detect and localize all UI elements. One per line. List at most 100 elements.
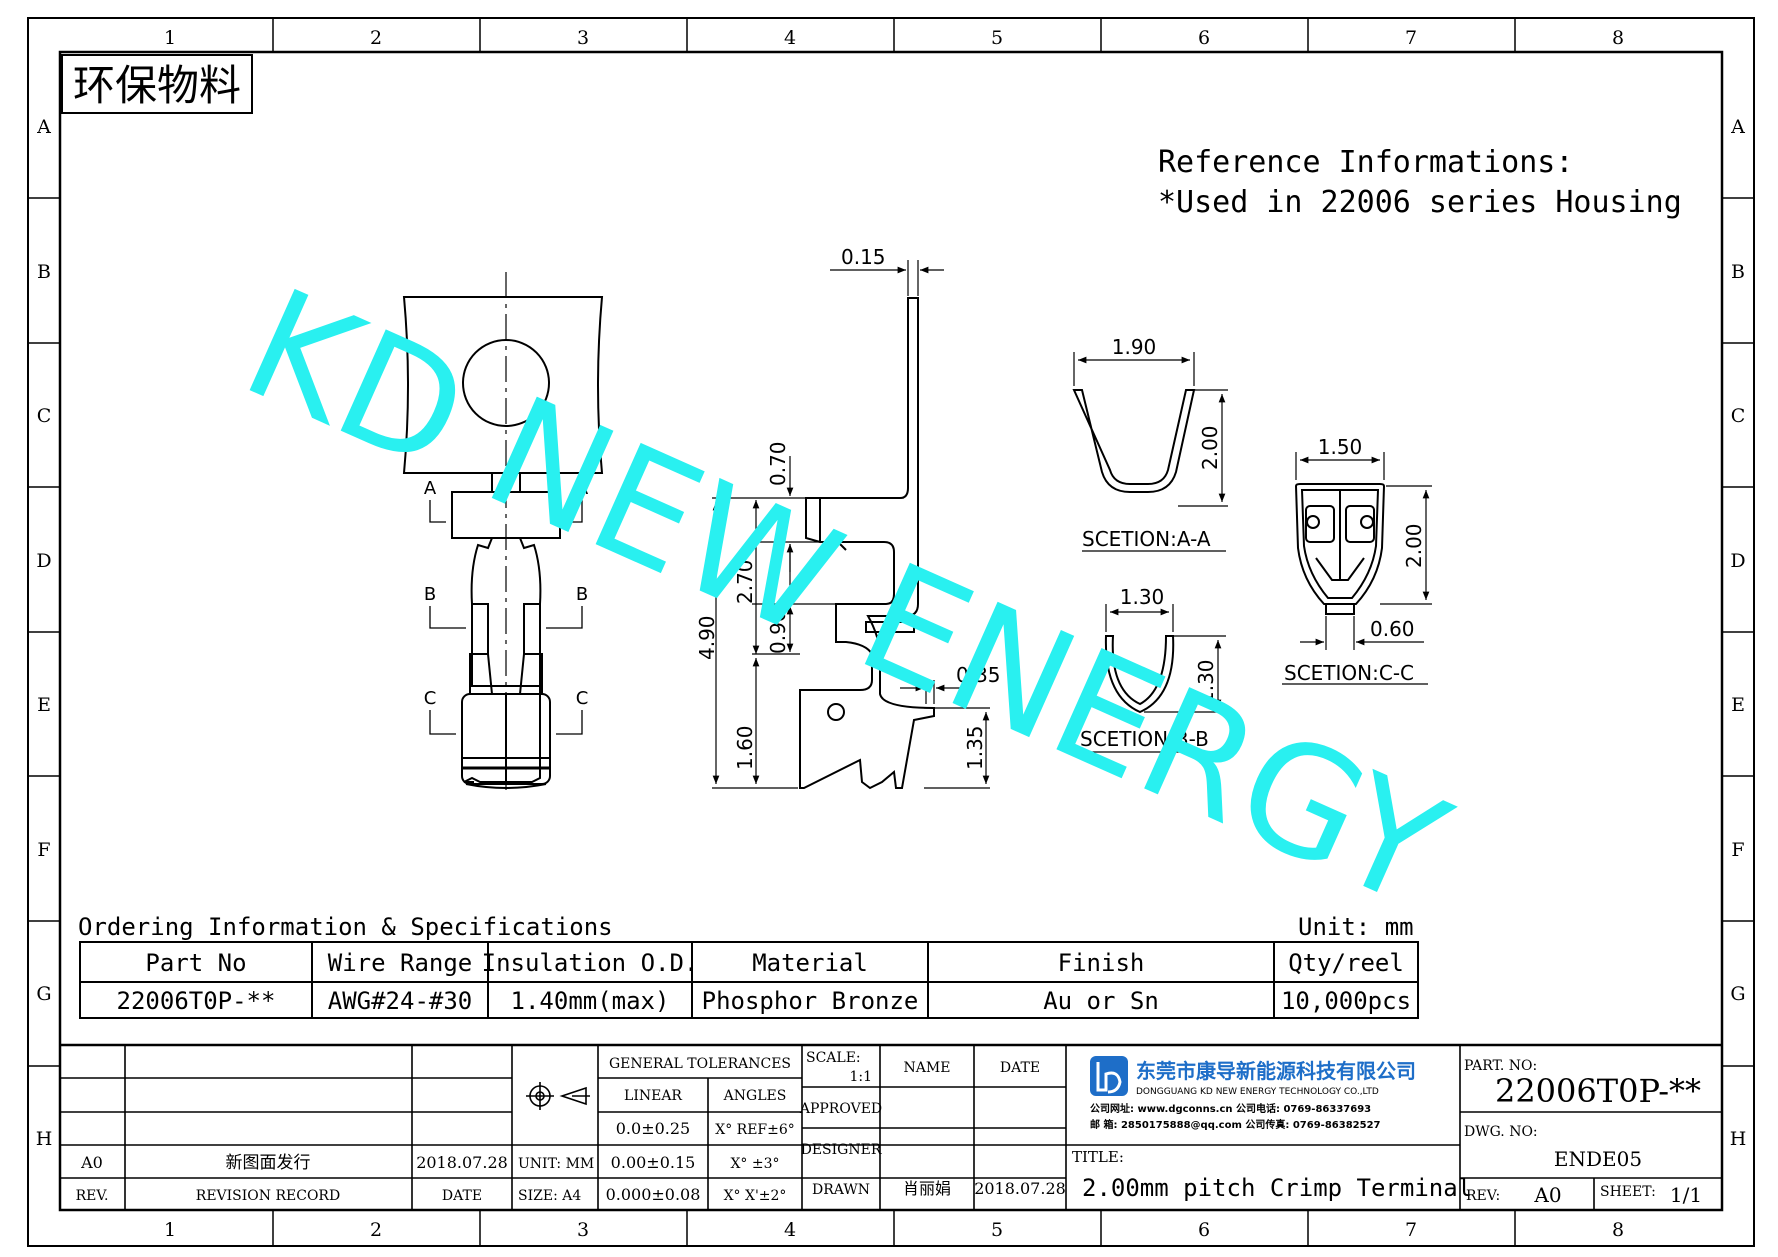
row-label-left: G bbox=[36, 983, 51, 1005]
ordering-cell-material: Phosphor Bronze bbox=[702, 987, 919, 1015]
row-label-right: D bbox=[1730, 550, 1745, 572]
title-block-text: A0 新图面发行 2018.07.28 REV. REVISION RECORD… bbox=[76, 1050, 1066, 1204]
reference-info: Reference Informations: *Used in 22006 s… bbox=[1158, 145, 1682, 220]
row-label-right: A bbox=[1730, 116, 1745, 138]
dim-0-70: 0.70 bbox=[766, 441, 790, 486]
revision-date-cell: 2018.07.28 bbox=[416, 1153, 508, 1172]
section-c-dims bbox=[1282, 452, 1432, 685]
section-b-b: 1.30 1.30 SCETION:B-B bbox=[1078, 585, 1226, 753]
part-number-area: PART. NO: 22006T0P-** DWG. NO: ENDE05 RE… bbox=[1464, 1058, 1702, 1207]
ordering-cell-part-no: 22006T0P-** bbox=[117, 987, 276, 1015]
section-a-label: SCETION:A-A bbox=[1082, 527, 1211, 551]
company-contact-2: 邮 箱: 2850175888@qq.com 公司传真: 0769-863825… bbox=[1090, 1118, 1381, 1131]
ordering-header-part-no: Part No bbox=[145, 949, 246, 977]
rev-cell: A0 bbox=[80, 1153, 103, 1172]
designer-label: DESIGNER bbox=[801, 1142, 882, 1158]
rev-label: REV: bbox=[1466, 1188, 1500, 1204]
col-label-bottom: 5 bbox=[991, 1219, 1003, 1241]
ordering-header-wire-range: Wire Range bbox=[328, 949, 473, 977]
dim-c-bottom: 0.60 bbox=[1370, 617, 1415, 641]
ordering-header-finish: Finish bbox=[1058, 949, 1145, 977]
sheet-value: 1/1 bbox=[1670, 1183, 1702, 1207]
side-view-dim-labels: 0.15 4.90 2.70 1.60 0.70 0.90 0.35 1.35 bbox=[695, 245, 1001, 770]
col-label-top: 4 bbox=[784, 27, 796, 49]
dim-1-60: 1.60 bbox=[733, 725, 757, 770]
revision-record-header: REVISION RECORD bbox=[196, 1188, 340, 1204]
ordering-header-material: Material bbox=[752, 949, 868, 977]
reference-title: Reference Informations: bbox=[1158, 145, 1573, 180]
scale-label: SCALE: bbox=[806, 1050, 861, 1066]
section-letter-b: B bbox=[424, 584, 436, 605]
tolerance-angle: X° REF±6° bbox=[715, 1122, 795, 1138]
dim-a-height: 2.00 bbox=[1198, 425, 1222, 470]
stamp-text: 环保物料 bbox=[73, 61, 241, 110]
tolerance-title: GENERAL TOLERANCES bbox=[609, 1056, 791, 1072]
tolerance-linear: 0.00±0.15 bbox=[611, 1153, 696, 1172]
row-label-right: B bbox=[1731, 261, 1745, 283]
col-label-top: 8 bbox=[1612, 27, 1624, 49]
dim-b-height: 1.30 bbox=[1194, 659, 1218, 704]
company-name-en: DONGGUANG KD NEW ENERGY TECHNOLOGY CO.,L… bbox=[1136, 1087, 1379, 1097]
section-cut-markers bbox=[429, 500, 583, 735]
row-label-left: A bbox=[36, 116, 51, 138]
rev-header: REV. bbox=[76, 1188, 109, 1204]
section-letter-c: C bbox=[424, 688, 437, 709]
dim-c-width: 1.50 bbox=[1318, 435, 1363, 459]
dim-4-90: 4.90 bbox=[695, 615, 719, 660]
dim-0-90: 0.90 bbox=[766, 609, 790, 654]
dim-0-35: 0.35 bbox=[956, 663, 1001, 687]
dwg-no-label: DWG. NO: bbox=[1464, 1124, 1538, 1140]
row-label-left: C bbox=[37, 405, 52, 427]
ordering-title: Ordering Information & Specifications bbox=[78, 913, 613, 941]
row-label-left: D bbox=[36, 550, 51, 572]
front-view bbox=[402, 272, 604, 790]
rev-value: A0 bbox=[1533, 1183, 1561, 1207]
dwg-no-value: ENDE05 bbox=[1554, 1147, 1642, 1171]
col-label-bottom: 7 bbox=[1405, 1219, 1417, 1241]
dim-a-width: 1.90 bbox=[1112, 335, 1157, 359]
col-label-bottom: 2 bbox=[370, 1219, 382, 1241]
part-no-label: PART. NO: bbox=[1464, 1058, 1537, 1074]
ordering-cell-insulation: 1.40mm(max) bbox=[511, 987, 670, 1015]
angles-header: ANGLES bbox=[723, 1088, 787, 1104]
dim-0-15: 0.15 bbox=[841, 245, 886, 269]
revision-date-header: DATE bbox=[442, 1188, 482, 1204]
unit-label: UNIT: MM bbox=[518, 1156, 594, 1172]
col-label-top: 1 bbox=[164, 27, 176, 49]
scale-value: 1:1 bbox=[849, 1069, 872, 1085]
company-contact-1: 公司网址: www.dgconns.cn 公司电话: 0769-86337693 bbox=[1090, 1102, 1371, 1115]
side-view-dimensions bbox=[712, 260, 990, 789]
company-info: 东莞市康导新能源科技有限公司 DONGGUANG KD NEW ENERGY T… bbox=[1090, 1059, 1416, 1131]
section-letter-a: A bbox=[424, 478, 437, 499]
section-cut-labels: A A B B C C bbox=[424, 478, 589, 709]
section-letter-c: C bbox=[576, 688, 589, 709]
row-label-right: E bbox=[1731, 694, 1745, 716]
projection-symbol-icon bbox=[526, 1082, 590, 1110]
eco-material-stamp: 环保物料 bbox=[61, 54, 253, 114]
dim-2-70: 2.70 bbox=[733, 559, 757, 604]
reference-note: *Used in 22006 series Housing bbox=[1158, 185, 1682, 220]
ordering-cell-wire-range: AWG#24-#30 bbox=[328, 987, 473, 1015]
row-label-right: G bbox=[1730, 983, 1745, 1005]
row-label-left: F bbox=[37, 839, 50, 861]
sheet-label: SHEET: bbox=[1600, 1184, 1656, 1200]
company-name-cn: 东莞市康导新能源科技有限公司 bbox=[1136, 1059, 1416, 1083]
col-label-bottom: 6 bbox=[1198, 1219, 1210, 1241]
title-block-grid bbox=[60, 1043, 1722, 1210]
tolerance-angle: X° ±3° bbox=[730, 1156, 779, 1172]
approved-label: APPROVED bbox=[799, 1101, 882, 1117]
row-label-right: C bbox=[1731, 405, 1746, 427]
col-label-bottom: 4 bbox=[784, 1219, 796, 1241]
date-header: DATE bbox=[1000, 1060, 1040, 1076]
ordering-cell-qty: 10,000pcs bbox=[1281, 987, 1411, 1015]
title-label: TITLE: bbox=[1072, 1148, 1124, 1166]
col-label-bottom: 3 bbox=[577, 1219, 589, 1241]
tolerance-angle: X° X'±2° bbox=[724, 1188, 787, 1204]
drawn-label: DRAWN bbox=[812, 1182, 870, 1198]
section-c-labels: 1.50 2.00 0.60 SCETION:C-C bbox=[1284, 435, 1426, 685]
size-label: SIZE: A4 bbox=[518, 1188, 581, 1204]
row-label-right: H bbox=[1730, 1128, 1747, 1150]
row-label-left: B bbox=[37, 261, 51, 283]
grid-ticks bbox=[28, 18, 1754, 1246]
company-logo-icon bbox=[1090, 1056, 1128, 1096]
